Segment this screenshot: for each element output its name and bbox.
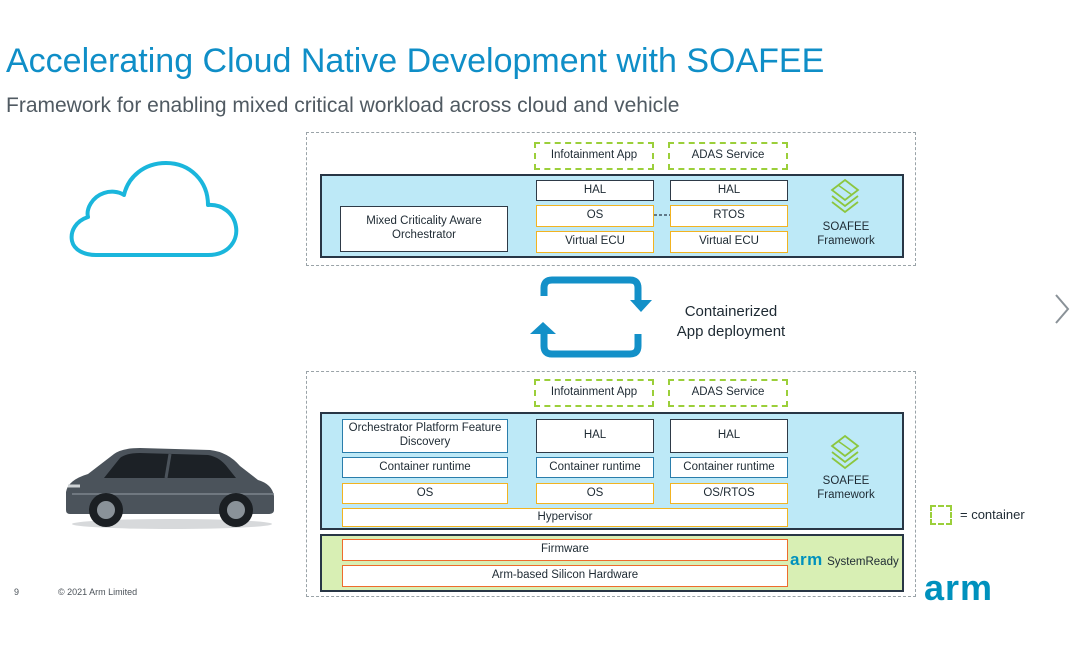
soafee-text: SOAFEE xyxy=(822,475,870,487)
deployment-line2: App deployment xyxy=(676,322,786,340)
cloud-adas-service: ADAS Service xyxy=(668,142,788,170)
vehicle-stack-outline xyxy=(306,371,916,597)
framework-text: Framework xyxy=(817,489,875,502)
cloud-icon xyxy=(69,161,239,257)
deployment-line1: Containerized xyxy=(684,303,778,320)
firmware: Firmware xyxy=(342,539,788,561)
arm-logo: arm xyxy=(924,567,994,608)
cloud-stack-outline xyxy=(306,132,916,266)
page-title: Accelerating Cloud Native Development wi… xyxy=(6,42,825,80)
car-icon xyxy=(66,448,274,529)
copyright: © 2021 Arm Limited xyxy=(58,587,138,597)
cloud-virtual-ecu-2: Virtual ECU xyxy=(670,231,788,253)
cloud-os: OS xyxy=(536,205,654,227)
systemready-text: SystemReady xyxy=(827,556,899,568)
framework-text: Framework xyxy=(817,235,875,248)
vehicle-container-runtime-3: Container runtime xyxy=(670,457,788,478)
systemready-arm: arm xyxy=(790,550,823,569)
vehicle-os-1: OS xyxy=(342,483,508,504)
cloud-infotainment-app: Infotainment App xyxy=(534,142,654,170)
soafee-logo-icon xyxy=(830,178,860,214)
cloud-soafee-label: SOAFEE Framework xyxy=(808,220,884,249)
cloud-virtual-ecu-1: Virtual ECU xyxy=(536,231,654,253)
soafee-text: SOAFEE xyxy=(822,221,870,233)
deployment-label: Containerized App deployment xyxy=(666,302,796,341)
vehicle-infotainment-app: Infotainment App xyxy=(534,379,654,407)
cloud-rtos: RTOS xyxy=(670,205,788,227)
cloud-hal-1: HAL xyxy=(536,180,654,201)
deployment-cycle-icon xyxy=(530,276,652,358)
container-legend-swatch xyxy=(930,505,952,525)
vehicle-container-runtime-1: Container runtime xyxy=(342,457,508,478)
os-rtos-connector xyxy=(654,214,670,216)
vehicle-hal-2: HAL xyxy=(670,419,788,453)
page-number: 9 xyxy=(14,587,20,597)
page-subtitle: Framework for enabling mixed critical wo… xyxy=(6,94,680,117)
vehicle-hal-1: HAL xyxy=(536,419,654,453)
orchestrator-platform-feature-discovery: Orchestrator Platform Feature Discovery xyxy=(342,419,508,453)
container-legend-text: = container xyxy=(960,507,1025,522)
mixed-criticality-orchestrator: Mixed Criticality Aware Orchestrator xyxy=(340,206,508,252)
vehicle-soafee-label: SOAFEE Framework xyxy=(808,474,884,503)
chevron-right-icon[interactable] xyxy=(1052,292,1072,326)
vehicle-adas-service: ADAS Service xyxy=(668,379,788,407)
cloud-hal-2: HAL xyxy=(670,180,788,201)
vehicle-container-runtime-2: Container runtime xyxy=(536,457,654,478)
vehicle-os-2: OS xyxy=(536,483,654,504)
arm-silicon-hardware: Arm-based Silicon Hardware xyxy=(342,565,788,587)
hypervisor: Hypervisor xyxy=(342,508,788,527)
systemready-badge: arm SystemReady xyxy=(790,550,899,570)
soafee-logo-icon xyxy=(830,434,860,470)
vehicle-os-rtos: OS/RTOS xyxy=(670,483,788,504)
